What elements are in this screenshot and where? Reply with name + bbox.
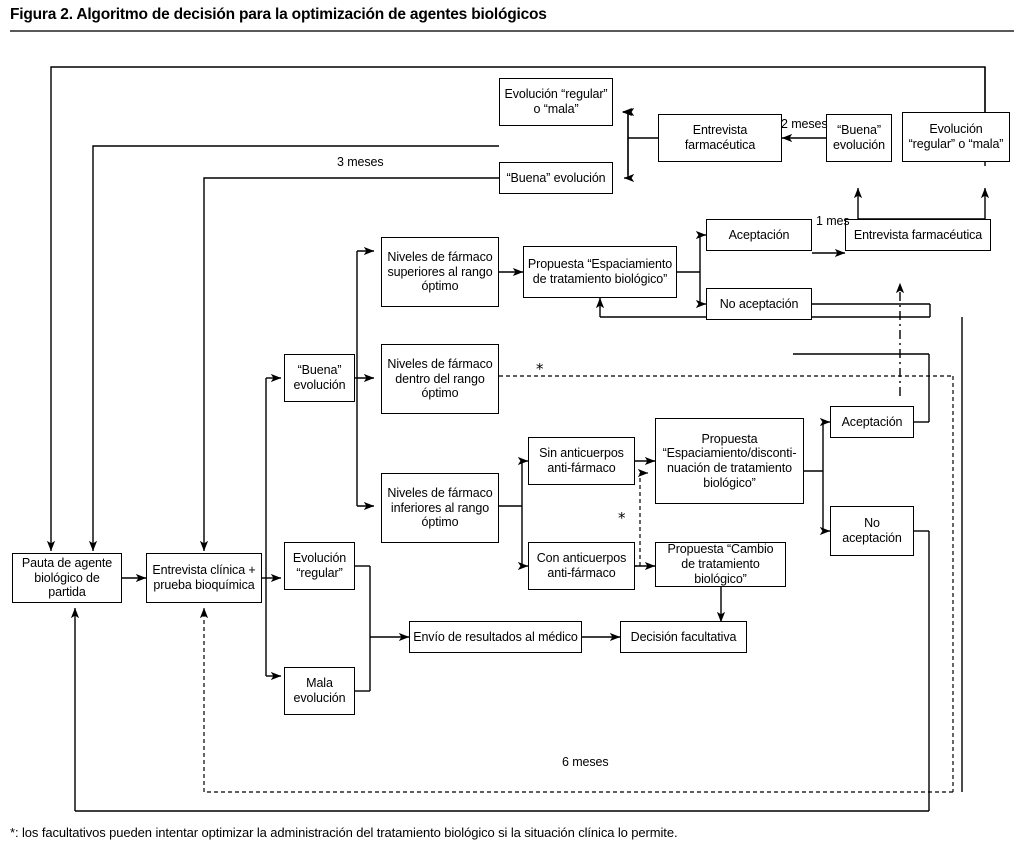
node-mala-evolucion[interactable]: Mala evolución — [284, 667, 355, 715]
node-niveles-inferiores[interactable]: Niveles de fármaco inferiores al rango ó… — [381, 473, 499, 543]
node-no-aceptacion-mid[interactable]: No aceptación — [830, 506, 914, 556]
edge-label-3-meses: 3 meses — [337, 155, 384, 169]
title-divider — [10, 30, 1014, 32]
node-buena-evolucion-top-right[interactable]: “Buena” evolución — [826, 114, 892, 162]
node-propuesta-discontinuacion[interactable]: Propuesta “Espaciamiento/disconti-nuació… — [655, 418, 804, 504]
node-propuesta-cambio[interactable]: Propuesta “Cambio de tratamiento biológi… — [655, 542, 786, 587]
node-niveles-superiores[interactable]: Niveles de fármaco superiores al rango ó… — [381, 237, 499, 307]
node-con-anticuerpos[interactable]: Con anticuerpos anti-fármaco — [528, 542, 635, 590]
node-evolucion-regular[interactable]: Evolución “regular” — [284, 542, 355, 590]
edge-label-2-meses: 2 meses — [781, 117, 828, 131]
asterisk-marker-dentro-rango: * — [536, 360, 544, 378]
node-no-aceptacion-top[interactable]: No aceptación — [706, 288, 812, 320]
figure-title: Figura 2. Algoritmo de decisión para la … — [10, 6, 547, 23]
figure-footnote: *: los facultativos pueden intentar opti… — [10, 825, 678, 840]
node-buena-evolucion-top[interactable]: “Buena” evolución — [499, 162, 613, 194]
node-aceptacion-mid[interactable]: Aceptación — [830, 406, 914, 438]
node-evolucion-regular-mala-top[interactable]: Evolución “regular” o “mala” — [499, 78, 613, 126]
asterisk-marker-anticuerpos: * — [618, 509, 626, 527]
node-entrevista-farmaceutica-top[interactable]: Entrevista farmacéutica — [658, 114, 782, 162]
node-niveles-dentro[interactable]: Niveles de fármaco dentro del rango ópti… — [381, 344, 499, 414]
edge-label-6-meses: 6 meses — [562, 755, 609, 769]
node-propuesta-espaciamiento[interactable]: Propuesta “Espaciamiento de tratamiento … — [523, 246, 677, 298]
node-envio-resultados[interactable]: Envío de resultados al médico — [409, 621, 582, 653]
node-decision-facultativa[interactable]: Decisión facultativa — [620, 621, 747, 653]
node-buena-evolucion-mid[interactable]: “Buena” evolución — [284, 354, 355, 402]
node-aceptacion-top[interactable]: Aceptación — [706, 219, 812, 251]
node-evolucion-regular-mala-top-right[interactable]: Evolución “regular” o “mala” — [902, 112, 1010, 162]
node-sin-anticuerpos[interactable]: Sin anticuerpos anti-fármaco — [528, 437, 635, 485]
node-pauta-agente-biologico[interactable]: Pauta de agente biológico de partida — [12, 553, 122, 603]
node-entrevista-clinica[interactable]: Entrevista clínica + prueba bioquímica — [146, 553, 262, 603]
flowchart-canvas: Evolución “regular” o “mala” “Buena” evo… — [0, 36, 1024, 816]
node-entrevista-farmaceutica-right[interactable]: Entrevista farmacéutica — [845, 219, 991, 251]
edge-label-1-mes: 1 mes — [816, 214, 850, 228]
